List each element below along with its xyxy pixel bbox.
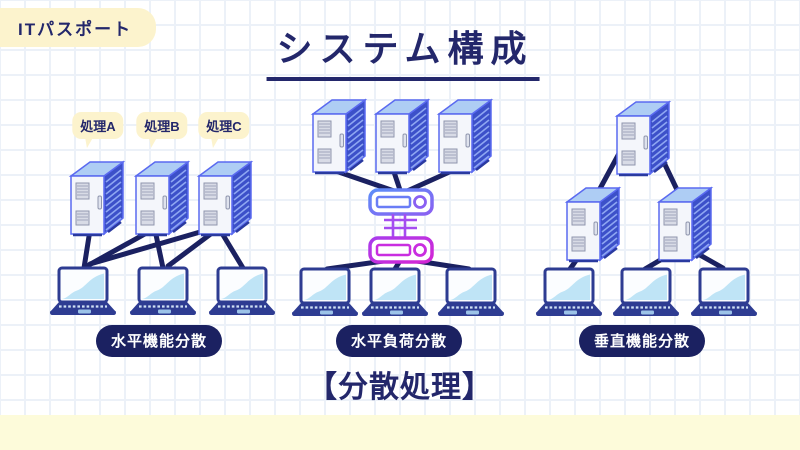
server-icon [374, 98, 430, 175]
page-title: システム構成 [266, 20, 540, 81]
label-vertical-function-distribution: 垂直機能分散 [578, 325, 706, 357]
server-icon [657, 186, 713, 263]
load-balancer-icon [368, 188, 434, 264]
server-icon [615, 100, 671, 177]
connection-lines [81, 145, 726, 272]
laptop-icon [48, 266, 118, 317]
connection-line [152, 227, 166, 271]
connection-line [87, 225, 217, 267]
caption-distributed-processing: 【分散処理】 [307, 371, 493, 404]
label-horizontal-function-distribution: 水平機能分散 [95, 325, 223, 357]
connection-line [81, 227, 93, 271]
server-icon [69, 160, 125, 237]
server-icon [134, 160, 190, 237]
laptop-icon [436, 267, 506, 318]
laptop-icon [534, 267, 604, 318]
laptop-icon [689, 267, 759, 318]
bottom-strip [0, 415, 800, 450]
site-badge: ITパスポート [0, 8, 157, 47]
label-horizontal-load-distribution: 水平負荷分散 [335, 325, 463, 357]
laptop-icon [611, 267, 681, 318]
laptop-icon [128, 266, 198, 317]
laptop-icon [207, 266, 277, 317]
process-bubble-a: 処理A [72, 112, 124, 139]
group-vertical-function [534, 100, 759, 318]
group-horizontal-function [48, 160, 277, 317]
server-icon [437, 98, 493, 175]
process-bubble-c: 処理C [198, 112, 250, 139]
process-bubble-b: 処理B [136, 112, 188, 139]
connection-line [217, 227, 246, 271]
server-icon [311, 98, 367, 175]
laptop-icon [290, 267, 360, 318]
server-icon [565, 186, 621, 263]
group-horizontal-load [290, 98, 506, 318]
server-icon [197, 160, 253, 237]
laptop-icon [360, 267, 430, 318]
